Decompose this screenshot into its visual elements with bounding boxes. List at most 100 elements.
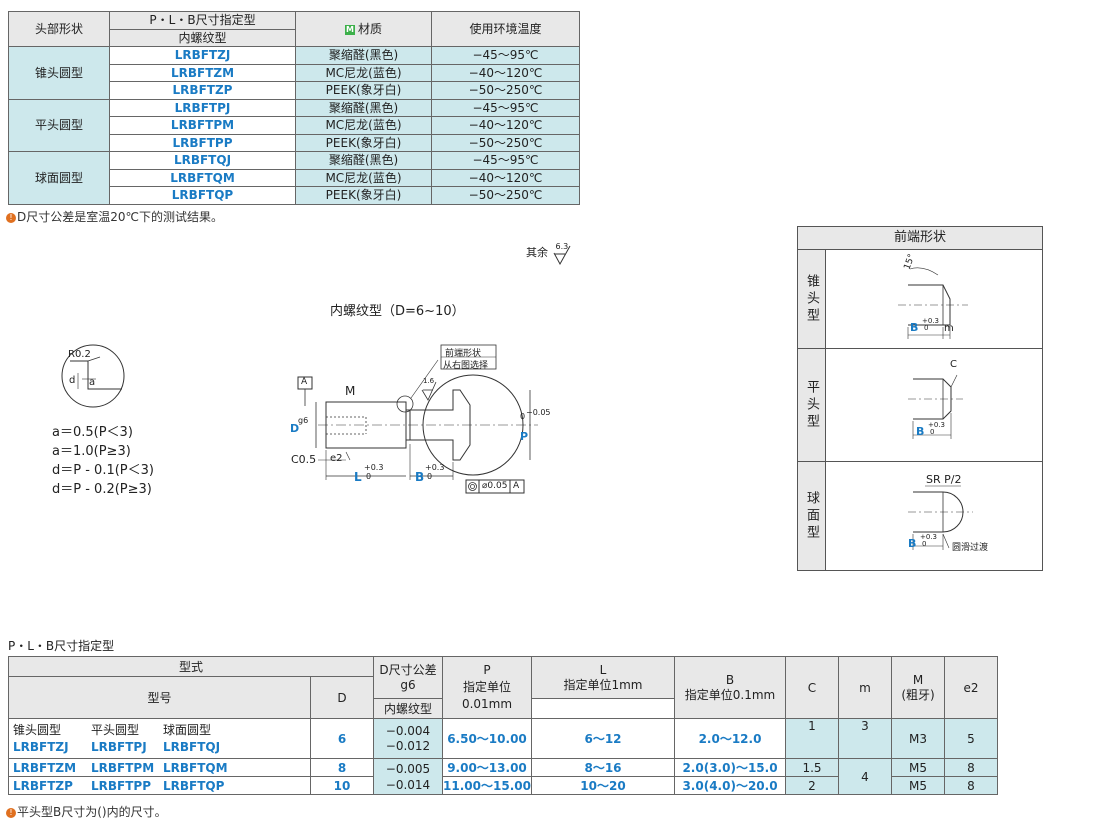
dtol-lower: −0.014: [385, 777, 431, 792]
thread-cell: M3: [891, 718, 945, 759]
temperature-cell: −40～120℃: [431, 116, 580, 135]
diameter-p-label: P: [520, 430, 529, 443]
diameter-d-label: D: [290, 422, 300, 435]
model-code: LRBFTQJ: [163, 739, 221, 754]
dtol-lower: −0.012: [385, 738, 431, 753]
cone-m-label: m: [944, 323, 954, 334]
front-shape-label-flat: 平头型: [798, 349, 826, 461]
e2-cell: 8: [944, 758, 998, 777]
temperature-cell: −40～120℃: [431, 168, 580, 187]
concentricity-datum: A: [513, 481, 520, 491]
bottom-table-note-text: 平头型B尺寸为()内的尺寸。: [17, 805, 167, 819]
b-header-line2: 指定单位0.1mm: [684, 687, 776, 702]
d-cell: 8: [310, 758, 374, 777]
e2-cell: 8: [944, 776, 998, 795]
code-cell: LRBFTQJ: [109, 151, 296, 170]
chamfer-label: C0.5: [291, 453, 317, 466]
p-header-line1: P: [483, 663, 491, 677]
shape-name: 球面圆型: [163, 722, 212, 737]
c-cell: 1.5: [785, 758, 839, 777]
bottom-table-note: !平头型B尺寸为()内的尺寸。: [6, 803, 167, 820]
d-header: D: [310, 676, 374, 719]
part-drawing: [297, 344, 538, 494]
sphere-b-label: B: [908, 537, 917, 550]
model-code: LRBFTQP: [163, 778, 225, 793]
cone-b-label: B: [910, 321, 919, 334]
head-shape-header: 头部形状: [8, 11, 110, 47]
material-cell: 聚缩醛(黑色): [295, 151, 432, 170]
model-code: LRBFTZJ: [13, 739, 69, 754]
material-cell: MC尼龙(蓝色): [295, 116, 432, 135]
material-cell: PEEK(象牙白): [295, 133, 432, 152]
shape-cell: 球面圆型: [8, 151, 110, 205]
thread-m-label: M: [345, 384, 356, 398]
datum-label: A: [301, 377, 308, 387]
d-cell: 6: [310, 718, 374, 759]
code-cell: LRBFTPJ: [109, 98, 296, 117]
front-shape-label-cone: 锥头型: [798, 250, 826, 348]
model-code: LRBFTPM: [91, 760, 155, 775]
material-cell: PEEK(象牙白): [295, 186, 432, 205]
type-header: 型式: [8, 656, 374, 677]
shape-name: 锥头圆型: [13, 722, 62, 737]
material-cell: 聚缩醛(黑色): [295, 98, 432, 117]
formula-list: a＝0.5(P＜3) a＝1.0(P≥3) d＝P - 0.1(P＜3) d＝P…: [52, 423, 154, 499]
e2-cell: 5: [944, 718, 998, 759]
flat-b-label: B: [916, 425, 925, 438]
code-cell: LRBFTQP: [109, 186, 296, 205]
top-table-note-text: D尺寸公差是室温20℃下的测试结果。: [17, 210, 223, 224]
cone-b-tol-zero: 0: [924, 324, 929, 332]
info-icon: !: [6, 807, 16, 818]
material-header-label: 材质: [357, 22, 382, 36]
g6-label: g6: [298, 416, 309, 425]
code-cell: LRBFTPP: [109, 133, 296, 152]
thread-header-line2: (粗牙): [901, 687, 935, 702]
l-cell: 8～16: [531, 758, 675, 777]
m-cell: 3: [838, 718, 892, 759]
sphere-b-tol-plus: +0.3: [920, 533, 937, 541]
roughness-label: 其余: [526, 246, 548, 259]
p-cell: 11.00～15.00: [442, 776, 532, 795]
temperature-header: 使用环境温度: [431, 11, 580, 47]
shape-name: 平头圆型: [91, 722, 140, 737]
b-cell: 2.0(3.0)～15.0: [674, 758, 786, 777]
l-cell: 6～12: [531, 718, 675, 759]
thread-header: M(粗牙): [891, 656, 945, 719]
material-badge-icon: M: [344, 24, 355, 35]
material-cell: 聚缩醛(黑色): [295, 46, 432, 65]
bottom-table-title: P・L・B尺寸指定型: [8, 639, 115, 653]
callout-front-shape: 前端形状: [445, 349, 482, 359]
l-header-line1: L: [599, 662, 607, 677]
p-header-line2: 指定单位: [462, 680, 511, 694]
model-code: LRBFTZM: [13, 760, 77, 775]
roughness-value: 6.3: [555, 242, 569, 251]
code-cell: LRBFTZP: [109, 81, 296, 100]
roughness-small-value: 1.6: [423, 377, 435, 385]
code-cell: LRBFTZM: [109, 63, 296, 82]
l-header-line2: 指定单位1mm: [563, 677, 643, 692]
temperature-cell: −45～95℃: [431, 151, 580, 170]
thread-cell: M5: [891, 758, 945, 777]
shape-cell: 平头圆型: [8, 98, 110, 152]
temperature-cell: −40～120℃: [431, 63, 580, 82]
flat-b-tol-plus: +0.3: [928, 421, 945, 429]
formula-line: d＝P - 0.2(P≥3): [52, 482, 152, 497]
type-header: P・L・B尺寸指定型: [109, 11, 296, 30]
flat-shape-drawing: [908, 374, 963, 439]
front-shape-label-sphere: 球面型: [798, 462, 826, 570]
b-tolerance-plus: +0.3: [425, 463, 445, 472]
formula-line: d＝P - 0.1(P＜3): [52, 463, 154, 478]
b-cell: 2.0～12.0: [674, 718, 786, 759]
thread-header-line1: M: [912, 672, 924, 687]
b-header-line1: B: [725, 672, 735, 687]
material-cell: MC尼龙(蓝色): [295, 168, 432, 187]
l-tolerance-zero: 0: [366, 472, 372, 481]
cone-shape-drawing: [898, 267, 968, 339]
